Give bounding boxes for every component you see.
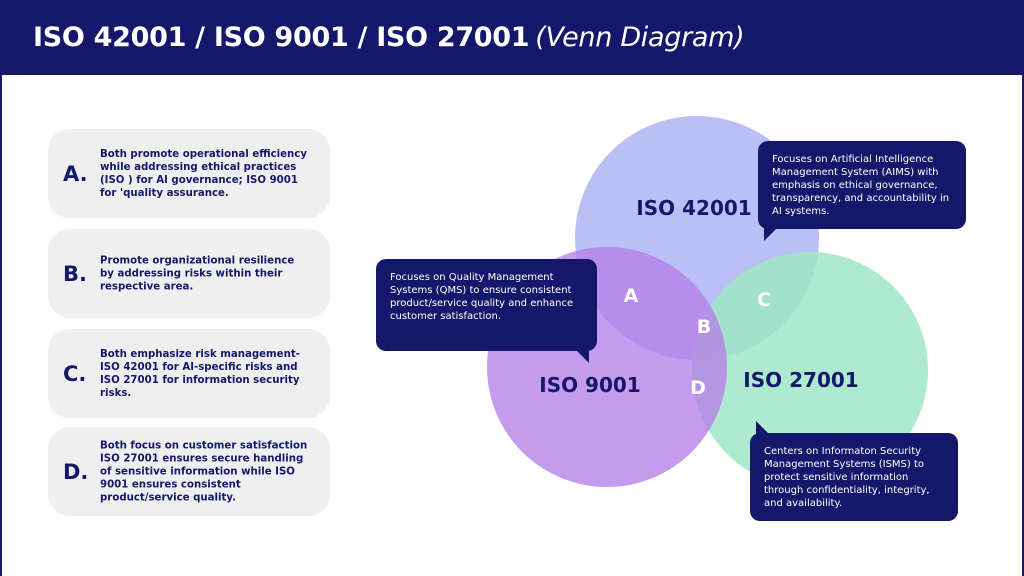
title-main: ISO 42001 / ISO 9001 / ISO 27001 — [33, 22, 530, 53]
callout-tail — [764, 227, 778, 241]
card-text: Both focus on customer satisfaction ISO … — [100, 440, 308, 503]
page-title: ISO 42001 / ISO 9001 / ISO 27001(Venn Di… — [33, 22, 745, 53]
callout-qms-text: Focuses on Quality Management Systems (Q… — [390, 272, 574, 322]
card-c: C. Both emphasize risk management-ISO 42… — [48, 329, 330, 418]
callout-tail — [575, 349, 589, 363]
region-c: C — [757, 289, 771, 311]
callout-tail — [756, 421, 770, 435]
callout-aims: Focuses on Artificial Intelligence Manag… — [758, 141, 966, 241]
card-d: D. Both focus on customer satisfaction I… — [48, 427, 330, 516]
region-b: B — [697, 316, 711, 338]
card-b: B. Promote organizational resilience by … — [48, 229, 330, 318]
label-iso-42001: ISO 42001 — [636, 196, 751, 220]
card-letter: B. — [63, 261, 87, 286]
label-iso-9001: ISO 9001 — [539, 373, 640, 397]
circle-iso-27001 — [692, 252, 928, 488]
card-text: Promote organizational resilience by add… — [100, 255, 295, 292]
region-d: D — [690, 377, 706, 399]
callout-aims-text: Focuses on Artificial Intelligence Manag… — [772, 154, 950, 217]
card-letter: A. — [63, 161, 88, 186]
header-bar: ISO 42001 / ISO 9001 / ISO 27001(Venn Di… — [0, 0, 1024, 75]
callout-isms-text: Centers on Informaton Security Managemen… — [764, 446, 930, 509]
card-text: Both emphasize risk management-ISO 42001… — [100, 348, 300, 399]
card-letter: C. — [63, 361, 87, 386]
label-iso-27001: ISO 27001 — [743, 368, 858, 392]
title-subtitle: (Venn Diagram) — [535, 22, 745, 53]
region-a: A — [624, 285, 639, 307]
callout-qms: Focuses on Quality Management Systems (Q… — [376, 259, 597, 363]
card-a: A. Both promote operational efficiency w… — [48, 129, 330, 218]
card-letter: D. — [63, 459, 89, 484]
card-text: Both promote operational efficiency whil… — [100, 148, 307, 199]
callout-isms: Centers on Informaton Security Managemen… — [750, 421, 958, 521]
